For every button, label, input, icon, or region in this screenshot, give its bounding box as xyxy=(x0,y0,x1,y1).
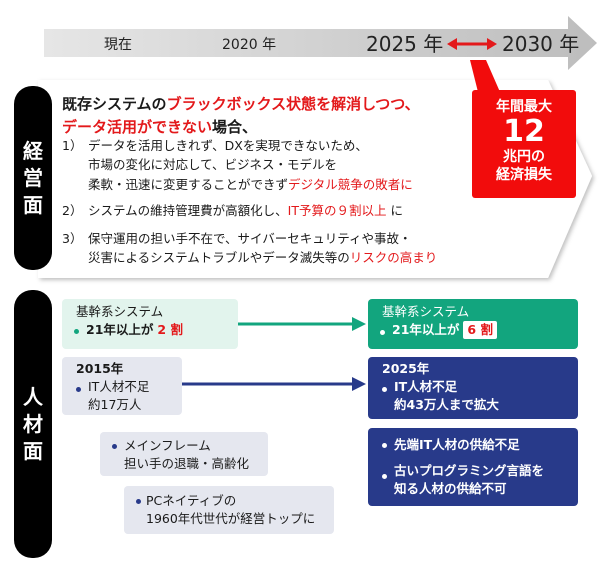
it-future-year: 2025年 xyxy=(382,361,430,376)
management-item-1: 1） データを活用しきれず、DXを実現できないため、 市場の変化に対応して、ビジネ… xyxy=(62,136,413,194)
it-now-line-1: IT人材不足 xyxy=(88,379,150,395)
bullet-icon xyxy=(382,474,387,479)
it-shortage-now: 2015年 IT人材不足 約17万人 xyxy=(62,357,182,415)
it-shortage-future: 2025年 IT人材不足 約43万人まで拡大 xyxy=(368,357,578,419)
core-system-future-title: 基幹系システム xyxy=(382,304,470,319)
timeline-arrow xyxy=(44,16,597,70)
advanced-it-box: 先端IT人材の供給不足 古いプログラミング言語を 知る人材の供給不可 xyxy=(368,428,578,506)
bullet-icon xyxy=(136,499,141,504)
bullet-icon xyxy=(382,387,387,392)
pc-native-box: PCネイティブの 1960年代世代が経営トップに xyxy=(124,486,334,534)
core-future-ratio: 6 割 xyxy=(463,321,497,340)
item-3-number: 3） xyxy=(62,231,83,246)
loss-value: 12 xyxy=(503,114,545,149)
advanced-bullet-2-line-2: 知る人材の供給不可 xyxy=(394,481,507,497)
item-2-number: 2） xyxy=(62,203,83,218)
loss-label-max: 年間最大 xyxy=(496,99,552,115)
timeline-label-2030: 2030 年 xyxy=(502,32,580,56)
tab-management: 経 営 面 xyxy=(14,86,52,270)
title-highlight-blackbox: ブラックボックス状態を解消しつつ、 xyxy=(166,95,420,113)
bullet-icon xyxy=(380,330,385,335)
tab-management-char-2: 営 xyxy=(23,165,43,190)
management-item-2: 2） システムの維持管理費が高額化し、IT予算の９割以上 に xyxy=(62,201,403,220)
management-title: 既存システムのブラックボックス状態を解消しつつ、 データ活用ができない場合、 xyxy=(62,93,420,138)
mainframe-box: メインフレーム 担い手の退職・高齢化 xyxy=(100,432,268,476)
tab-hr: 人 材 面 xyxy=(14,290,52,558)
timeline-label-2025: 2025 年 xyxy=(366,32,444,56)
bullet-icon xyxy=(112,444,117,449)
item-1-number: 1） xyxy=(62,138,83,153)
loss-unit: 兆円の xyxy=(503,149,545,165)
timeline-label-now: 現在 xyxy=(104,37,132,53)
core-now-ratio: 2 割 xyxy=(157,322,183,338)
item-2-text-a: システムの維持管理費が高額化し、 xyxy=(88,203,288,218)
timeline-label-2020: 2020 年 xyxy=(222,37,277,53)
bullet-icon xyxy=(76,387,81,392)
item-1-line-1: データを活用しきれず、DXを実現できないため、 xyxy=(88,138,368,153)
economic-loss-box: 年間最大 12 兆円の 経済損失 xyxy=(472,90,576,198)
item-3-line-2: 災害によるシステムトラブルやデータ滅失等の xyxy=(88,250,350,266)
pc-native-line-1: PCネイティブの xyxy=(146,493,237,508)
tab-hr-char-1: 人 xyxy=(23,384,43,409)
tab-management-char-3: 面 xyxy=(23,192,43,217)
it-future-line-2: 約43万人まで拡大 xyxy=(394,397,499,413)
title-highlight-data: データ活用ができない xyxy=(62,117,213,136)
item-2-highlight: IT予算の９割以上 xyxy=(287,203,387,218)
it-now-year: 2015年 xyxy=(76,361,124,376)
item-1-highlight: デジタル競争の敗者に xyxy=(288,176,413,192)
core-system-now-title: 基幹系システム xyxy=(76,304,164,319)
item-1-line-3: 柔軟・迅速に変更することができず xyxy=(88,176,289,192)
advanced-bullet-1: 先端IT人材の供給不足 xyxy=(394,437,520,452)
tab-hr-char-2: 材 xyxy=(23,411,43,436)
pc-native-line-2: 1960年代世代が経営トップに xyxy=(146,511,316,527)
hr-arrows xyxy=(182,317,366,391)
item-1-line-2: 市場の変化に対応して、ビジネス・モデルを xyxy=(88,157,338,173)
mainframe-line-2: 担い手の退職・高齢化 xyxy=(124,456,250,472)
core-now-text: 21年以上が xyxy=(86,322,154,338)
mainframe-line-1: メインフレーム xyxy=(124,438,211,453)
tab-hr-char-3: 面 xyxy=(23,438,43,463)
it-now-line-2: 約17万人 xyxy=(88,397,142,413)
management-item-3: 3） 保守運用の担い手不在で、サイバーセキュリティや事故・ 災害によるシステムトラ… xyxy=(62,229,437,268)
core-future-text: 21年以上が xyxy=(392,322,460,338)
bullet-icon xyxy=(382,443,387,448)
loss-label: 経済損失 xyxy=(496,167,552,183)
management-panel xyxy=(38,60,592,278)
it-future-line-1: IT人材不足 xyxy=(394,379,458,395)
item-3-line-1: 保守運用の担い手不在で、サイバーセキュリティや事故・ xyxy=(88,231,412,246)
item-3-highlight: リスクの高まり xyxy=(349,250,438,266)
advanced-bullet-2-line-1: 古いプログラミング言語を xyxy=(394,463,545,479)
title-text-b: 場合、 xyxy=(212,117,258,136)
bullet-icon xyxy=(74,329,79,334)
tab-management-char-1: 経 xyxy=(23,138,43,163)
title-text-a: 既存システムの xyxy=(62,95,167,113)
item-2-text-c: に xyxy=(386,203,403,218)
